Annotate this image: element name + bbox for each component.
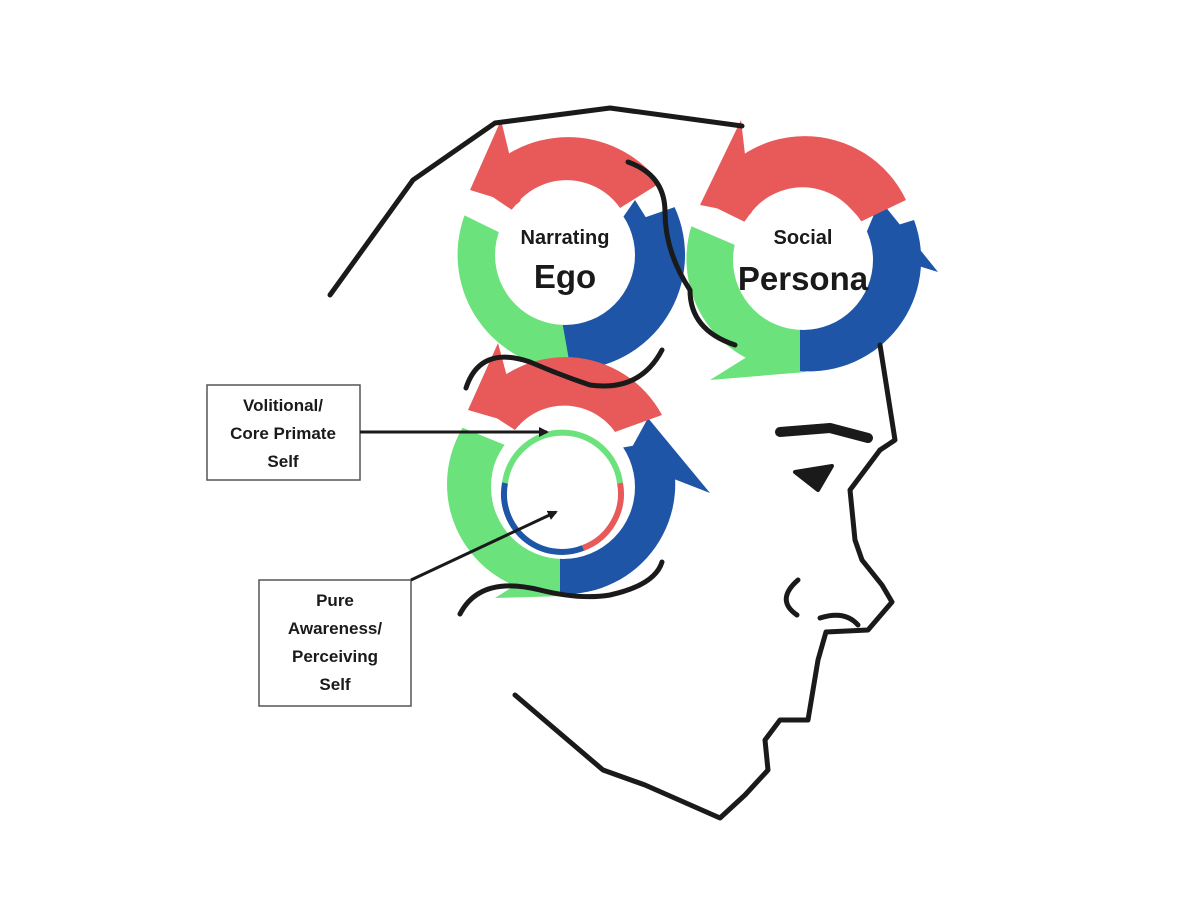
cycle-arrowhead-red [468, 343, 520, 425]
cycle-arrowhead-red [470, 120, 522, 206]
nose-nostril [783, 577, 801, 618]
callout-awareness: Pure Awareness/ Perceiving Self [258, 510, 558, 707]
face-profile [512, 447, 895, 821]
inner-ring-blue [500, 482, 585, 555]
cycle-label-line1: Narrating [521, 227, 610, 249]
cycle-label-line2: Persona [738, 260, 869, 297]
cycle-core [491, 415, 635, 559]
head-outline [327, 105, 898, 821]
social-persona-cycle: Social Persona [686, 120, 938, 380]
callout-arrow [410, 510, 558, 582]
callout-line-3: Self [267, 452, 299, 471]
brain-fold-2 [463, 347, 665, 391]
callout-box [258, 579, 412, 707]
brain-fold-3 [457, 559, 665, 617]
eye [793, 464, 834, 492]
cycle-arrowhead-green [495, 560, 565, 598]
cycle-arrowhead-green [710, 330, 806, 380]
callout-line-2: Core Primate [230, 424, 336, 443]
cycle-arc-blue [560, 440, 676, 595]
cycle-arc-red [475, 357, 662, 432]
callout-line-2: Awareness/ [288, 619, 382, 638]
cycle-arrowhead-red [700, 120, 752, 215]
callout-line-4: Self [319, 675, 351, 694]
cycle-arrowhead-blue [610, 200, 680, 272]
inner-awareness-ring [500, 429, 624, 555]
callout-line-1: Volitional/ [243, 396, 323, 415]
callout-line-1: Pure [316, 591, 354, 610]
brain-fold-1 [625, 159, 738, 348]
cycle-arrowhead-blue [860, 200, 938, 272]
inner-ring-green [502, 429, 623, 484]
callout-volitional: Volitional/ Core Primate Self [206, 384, 549, 481]
back-of-skull [877, 342, 898, 453]
inner-ring-red [581, 482, 624, 551]
narrating-ego-cycle: Narrating Ego [457, 120, 686, 370]
cycle-arc-red [474, 137, 660, 210]
callout-line-3: Perceiving [292, 647, 378, 666]
core-self-cycle [447, 343, 710, 598]
skull-line [327, 105, 745, 298]
mouth-line [817, 612, 861, 628]
cycle-core [495, 185, 635, 325]
brow [775, 423, 873, 443]
callout-box [206, 384, 361, 481]
cycle-arc-red [703, 136, 906, 222]
cycle-core [733, 190, 873, 330]
cycle-arrowhead-blue [625, 418, 710, 493]
cycle-label-line1: Social [774, 227, 833, 249]
cycle-label-line2: Ego [534, 258, 596, 295]
